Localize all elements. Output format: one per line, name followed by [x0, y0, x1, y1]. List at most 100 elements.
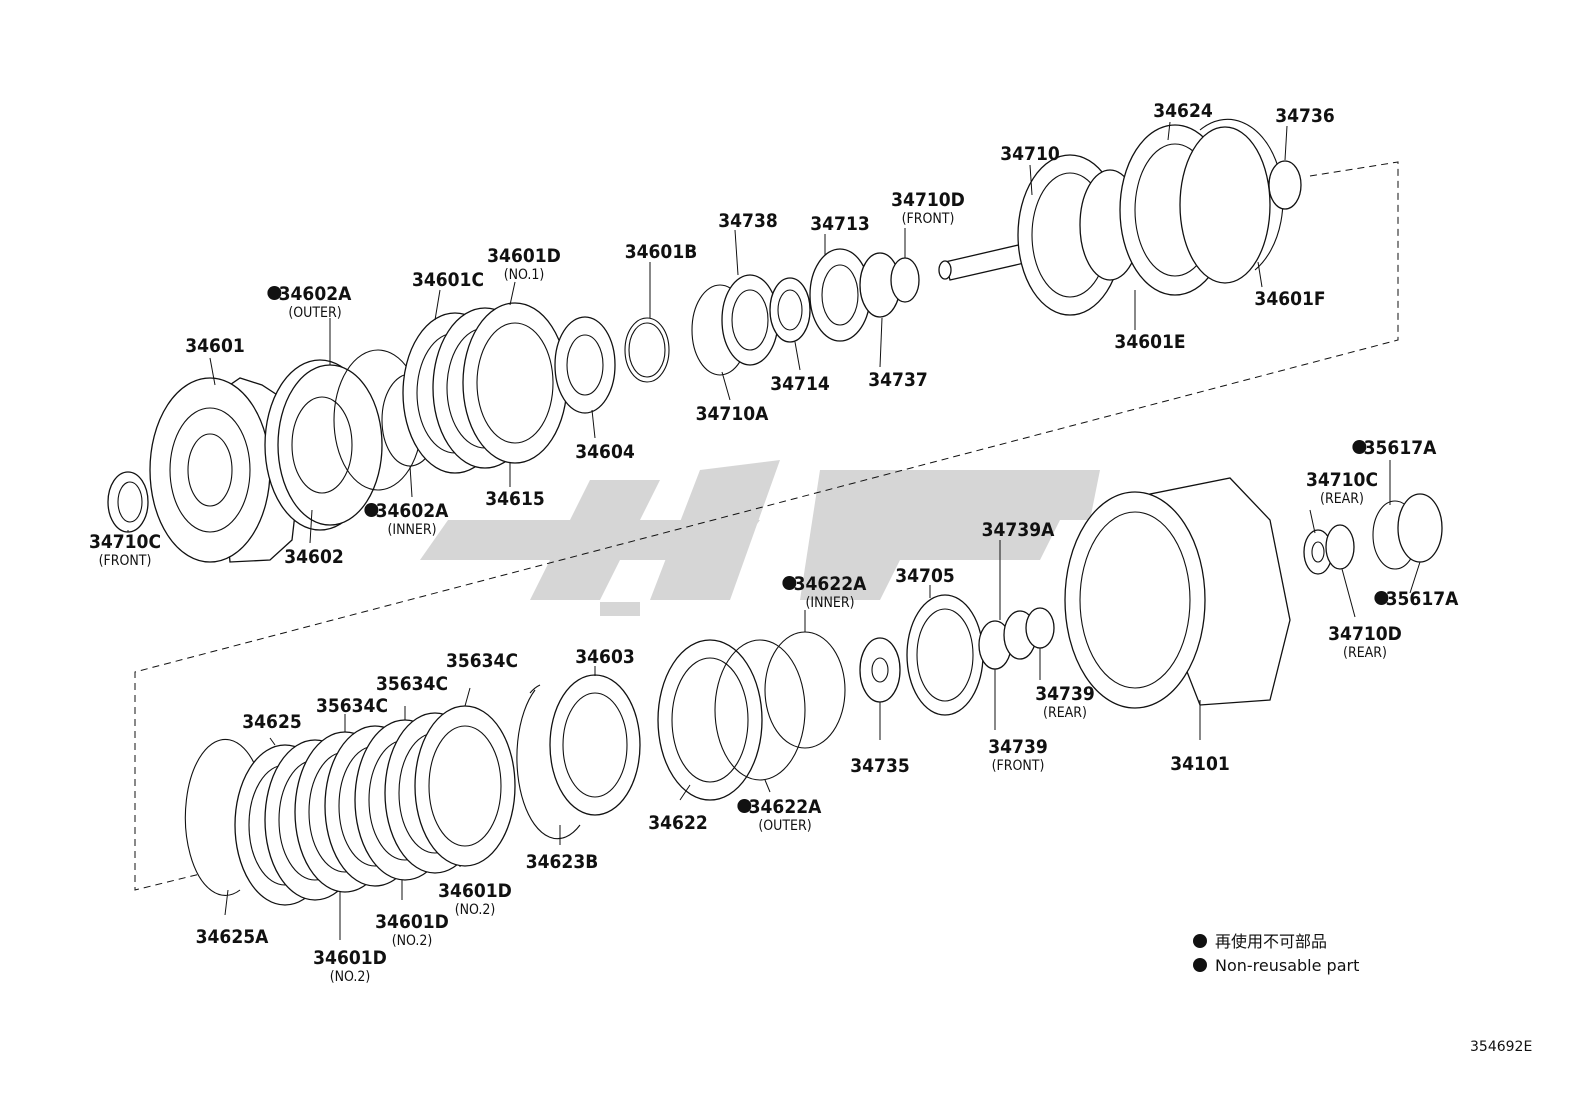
part-number: 34738: [718, 210, 777, 232]
part-34714-34713-gears: [769, 248, 871, 343]
part-number: 34713: [810, 213, 869, 235]
part-number: 34735: [850, 755, 909, 777]
part-qualifier: (FRONT): [992, 758, 1045, 774]
label-34622A-inner: 34622A(INNER): [782, 573, 867, 611]
part-number: 34602: [284, 546, 343, 568]
part-35617A-seals: [1372, 493, 1443, 570]
part-34601B-snap-ring: [624, 317, 670, 383]
label-34739-front: 34739(FRONT): [988, 736, 1047, 774]
label-34710D-front: 34710D(FRONT): [891, 189, 965, 227]
part-34623B-ring: [516, 684, 581, 840]
part-34737-34710D-front: [859, 252, 920, 318]
part-number: 34624: [1153, 100, 1213, 122]
part-number: 34601D: [487, 245, 561, 267]
part-number: 34601F: [1254, 288, 1325, 310]
part-labels: 3460134602A(OUTER)34601C34601D(NO.1)3460…: [89, 100, 1459, 985]
part-qualifier: (OUTER): [288, 305, 341, 321]
part-number: 35634C: [316, 695, 388, 717]
part-34710C-front-seal: [107, 471, 149, 533]
label-34601D-no2-a: 34601D(NO.2): [438, 880, 512, 918]
part-number: 34602A: [279, 283, 352, 305]
part-qualifier: (NO.2): [392, 933, 433, 949]
part-number: 34601C: [412, 269, 484, 291]
label-34604: 34604: [575, 441, 635, 463]
label-34710A: 34710A: [696, 403, 769, 425]
part-qualifier: (FRONT): [99, 553, 152, 569]
part-number: 34602A: [376, 500, 449, 522]
label-34736: 34736: [1275, 105, 1334, 127]
label-34713: 34713: [810, 213, 869, 235]
part-34625-clutch-pack: [234, 705, 516, 906]
part-34101-transmission-case: [1064, 477, 1291, 709]
label-34735: 34735: [850, 755, 909, 777]
label-34624: 34624: [1153, 100, 1213, 122]
part-34601F-34736: [1199, 118, 1302, 271]
legend: 再使用不可部品 Non-reusable part: [1193, 932, 1359, 975]
label-34622A-outer: 34622A(OUTER): [737, 796, 822, 834]
non-reusable-dot-icon: [267, 286, 282, 300]
part-number: 34622A: [794, 573, 867, 595]
non-reusable-dot-icon: [737, 799, 752, 813]
non-reusable-dot-icon: [364, 503, 379, 517]
part-qualifier: (NO.2): [455, 902, 496, 918]
label-34101: 34101: [1170, 753, 1229, 775]
label-34625: 34625: [242, 711, 301, 733]
label-34710: 34710: [1000, 143, 1060, 165]
non-reusable-dot-icon: [782, 576, 797, 590]
part-number: 34736: [1275, 105, 1334, 127]
label-34602A-inner: 34602A(INNER): [364, 500, 449, 538]
part-34601C-34601D-clutch-pack: [402, 302, 568, 474]
part-34710A-34738-bearing: [691, 274, 779, 376]
label-34622: 34622: [648, 812, 707, 834]
label-34625A: 34625A: [196, 926, 269, 948]
label-35617A-bottom: 35617A: [1374, 588, 1459, 610]
part-number: 34710C: [1306, 469, 1378, 491]
part-qualifier: (FRONT): [902, 211, 955, 227]
legend-japanese: 再使用不可部品: [1215, 932, 1327, 951]
part-qualifier: (NO.2): [330, 969, 371, 985]
part-qualifier: (INNER): [387, 522, 436, 538]
label-34623B: 34623B: [526, 851, 599, 873]
part-34705-ring-gear: [906, 594, 984, 716]
label-34714: 34714: [770, 373, 830, 395]
label-34739A: 34739A: [982, 519, 1055, 541]
part-34710-shaft-drum: [938, 154, 1141, 316]
part-number: 34603: [575, 646, 634, 668]
alignment-lines: [134, 161, 1399, 891]
part-qualifier: (INNER): [805, 595, 854, 611]
part-number: 34739: [988, 736, 1047, 758]
part-34622-piston: [657, 639, 763, 801]
part-qualifier: (REAR): [1343, 645, 1387, 661]
legend-english: Non-reusable part: [1215, 956, 1359, 975]
part-number: 34601D: [375, 911, 449, 933]
part-number: 35617A: [1364, 437, 1437, 459]
part-number: 35634C: [376, 673, 448, 695]
part-number: 34622A: [749, 796, 822, 818]
label-34710C-front: 34710C(FRONT): [89, 531, 161, 569]
label-34601D-no2-c: 34601D(NO.2): [313, 947, 387, 985]
part-34602-piston: [264, 359, 383, 531]
non-reusable-dot-icon: [1374, 591, 1389, 605]
label-34601C: 34601C: [412, 269, 484, 291]
label-34601D-no2-b: 34601D(NO.2): [375, 911, 449, 949]
part-34624-34601E-drum: [1119, 124, 1271, 296]
part-number: 34710A: [696, 403, 769, 425]
part-number: 35617A: [1386, 588, 1459, 610]
non-reusable-dot-icon: [1193, 958, 1207, 972]
part-number: 34625A: [196, 926, 269, 948]
label-34710C-rear: 34710C(REAR): [1306, 469, 1378, 507]
part-qualifier: (OUTER): [758, 818, 811, 834]
part-number: 34705: [895, 565, 954, 587]
label-34710D-rear: 34710D(REAR): [1328, 623, 1402, 661]
part-number: 34737: [868, 369, 927, 391]
part-number: 34604: [575, 441, 635, 463]
label-34602A-outer: 34602A(OUTER): [267, 283, 352, 321]
label-34602: 34602: [284, 546, 343, 568]
part-number: 34714: [770, 373, 830, 395]
part-number: 34710D: [891, 189, 965, 211]
part-number: 34622: [648, 812, 707, 834]
label-34601B: 34601B: [625, 241, 698, 263]
part-34735-washer: [859, 637, 901, 703]
